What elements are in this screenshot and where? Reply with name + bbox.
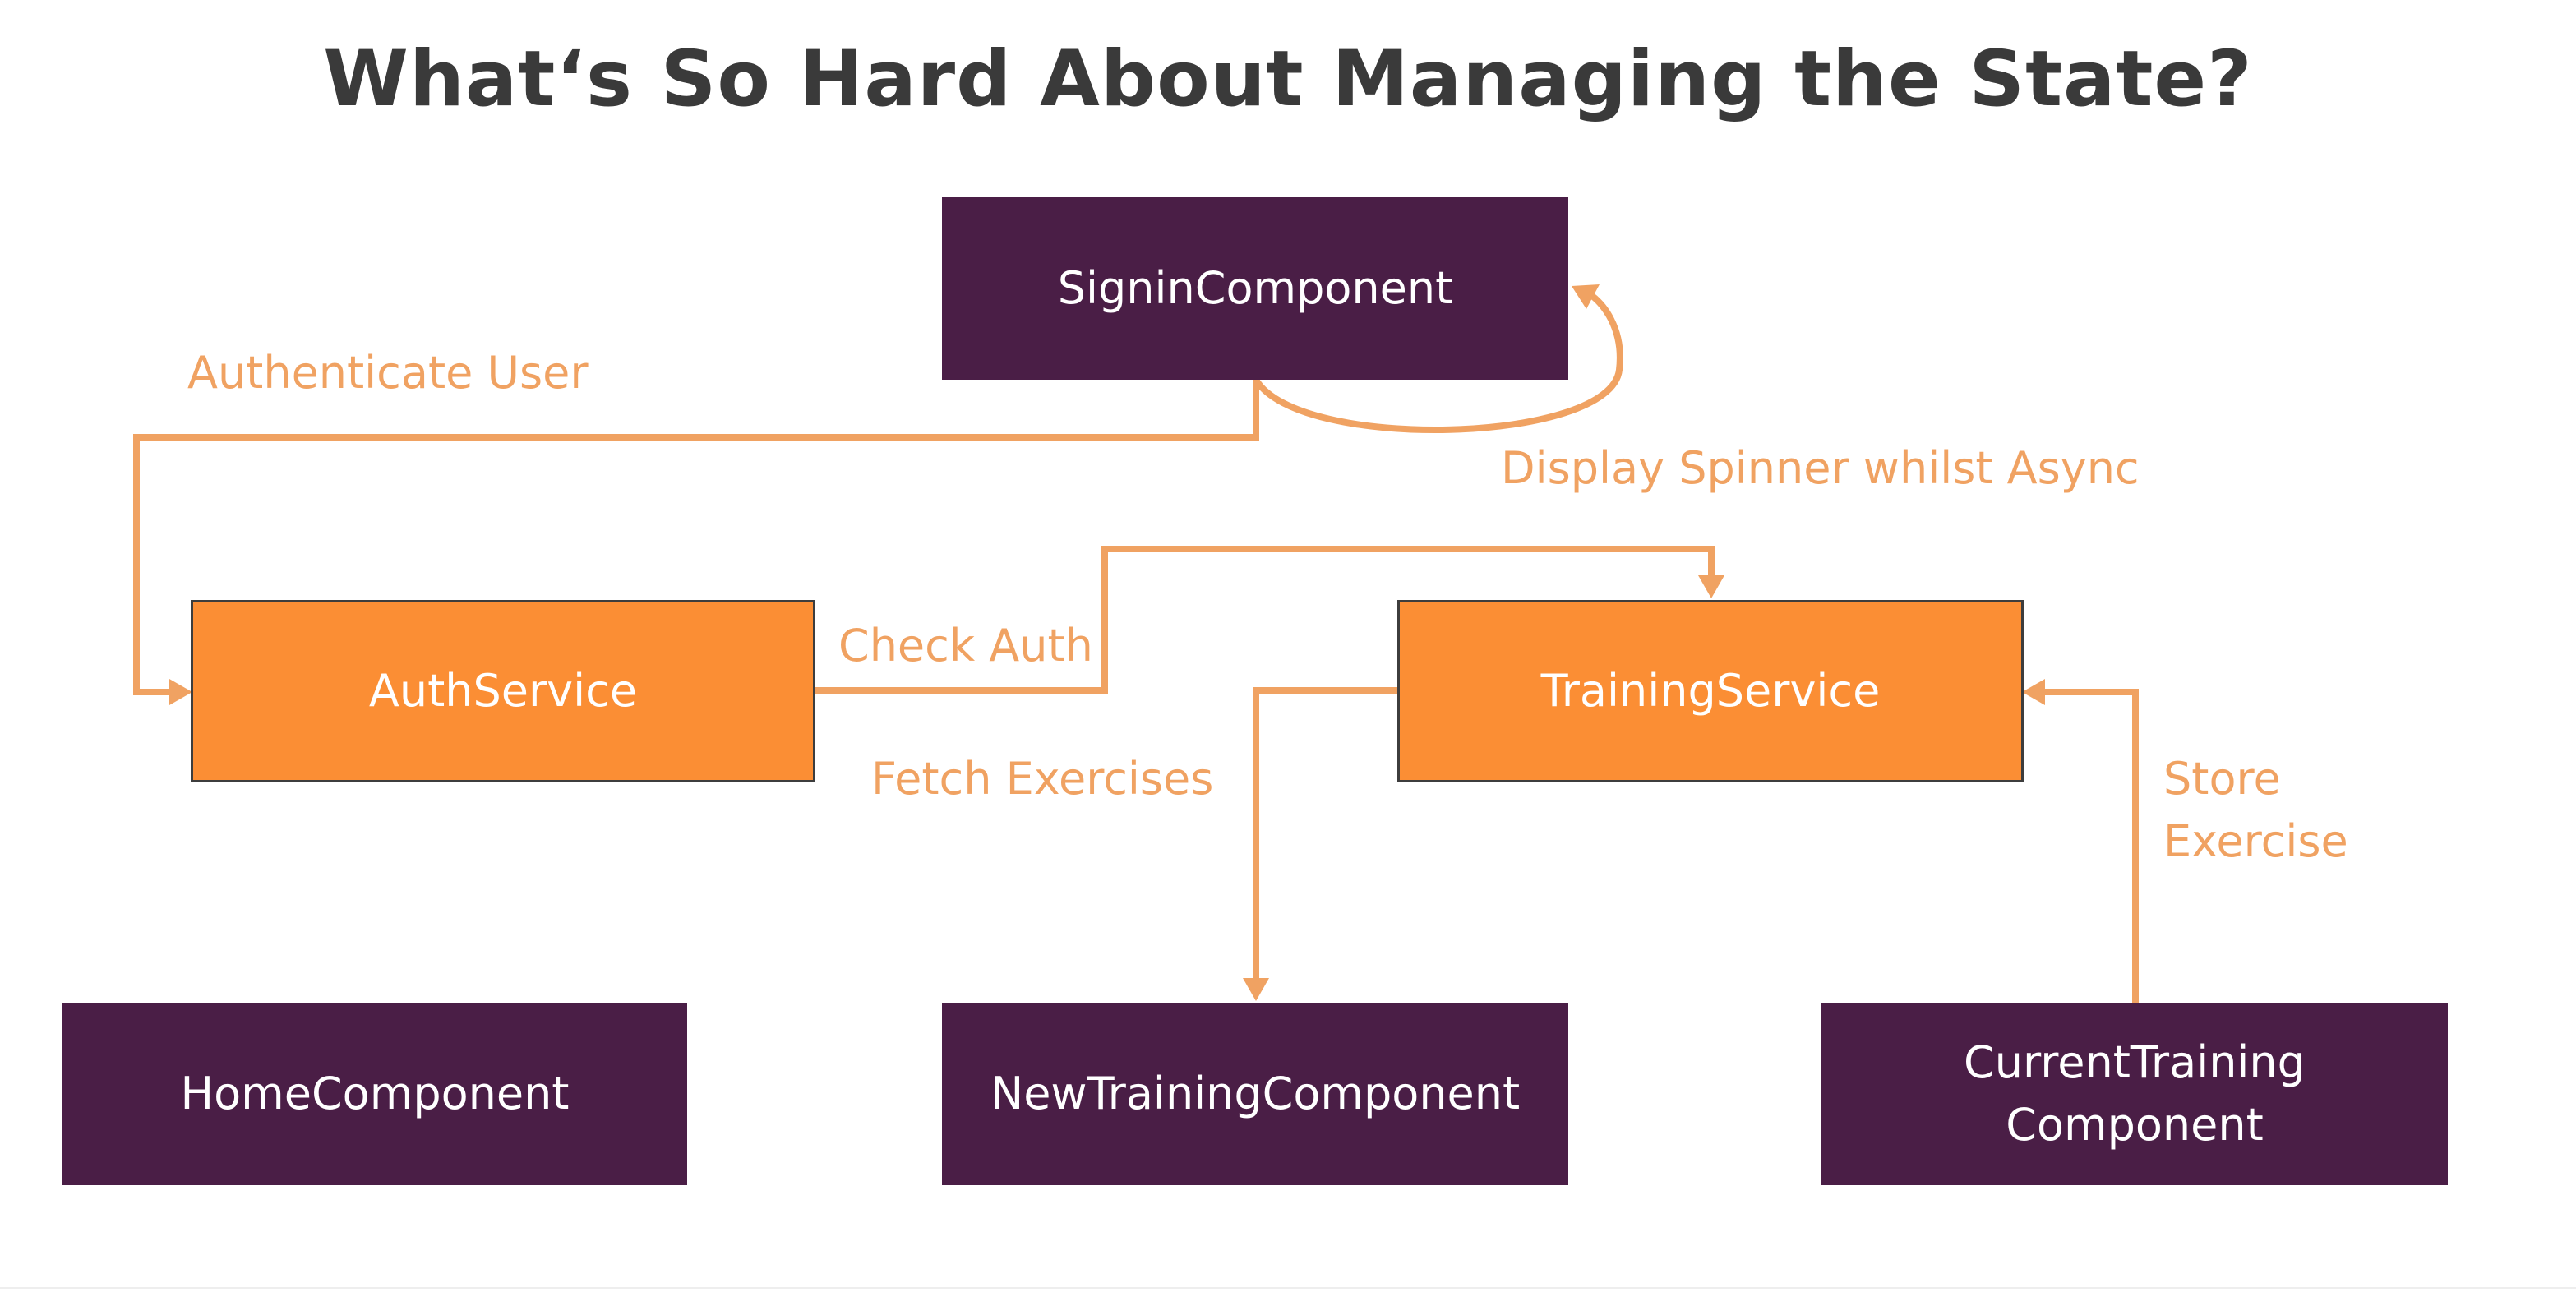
edge-fetch-exercises bbox=[1253, 687, 1397, 983]
edge-authenticate-user bbox=[133, 380, 1259, 695]
signin-component-label: SigninComponent bbox=[1057, 262, 1453, 314]
auth-service-label: AuthService bbox=[368, 665, 638, 717]
edge-label-display-spinner: Display Spinner whilst Async bbox=[1501, 442, 2140, 494]
arrowhead-authenticate-user bbox=[169, 679, 192, 705]
signin-component-node: SigninComponent bbox=[942, 197, 1568, 380]
edge-label-authenticate-user: Authenticate User bbox=[187, 347, 589, 399]
training-service-node: TrainingService bbox=[1397, 600, 2024, 782]
home-component-node: HomeComponent bbox=[62, 1003, 687, 1185]
edge-check-auth bbox=[815, 546, 1715, 694]
edge-label-check-auth: Check Auth bbox=[838, 620, 1093, 671]
current-training-component-node: CurrentTraining Component bbox=[1821, 1003, 2448, 1185]
slide-title: What‘s So Hard About Managing the State? bbox=[323, 35, 2253, 124]
edge-store-exercise bbox=[2040, 689, 2139, 1003]
arrowhead-check-auth bbox=[1698, 575, 1724, 598]
auth-service-node: AuthService bbox=[191, 600, 815, 782]
arrowhead-display-spinner bbox=[1572, 284, 1600, 309]
home-component-label: HomeComponent bbox=[180, 1068, 570, 1119]
edge-label-store-exercise: Store Exercise bbox=[2163, 753, 2348, 867]
current-training-component-label: CurrentTraining Component bbox=[1964, 1036, 2306, 1151]
footer-divider bbox=[0, 1287, 2576, 1289]
new-training-component-node: NewTrainingComponent bbox=[942, 1003, 1568, 1185]
training-service-label: TrainingService bbox=[1540, 665, 1881, 717]
edge-label-fetch-exercises: Fetch Exercises bbox=[871, 753, 1214, 805]
arrowhead-store-exercise bbox=[2022, 679, 2045, 705]
new-training-component-label: NewTrainingComponent bbox=[990, 1068, 1521, 1119]
edge-display-spinner bbox=[1253, 291, 1623, 433]
arrowhead-fetch-exercises bbox=[1243, 978, 1269, 1001]
